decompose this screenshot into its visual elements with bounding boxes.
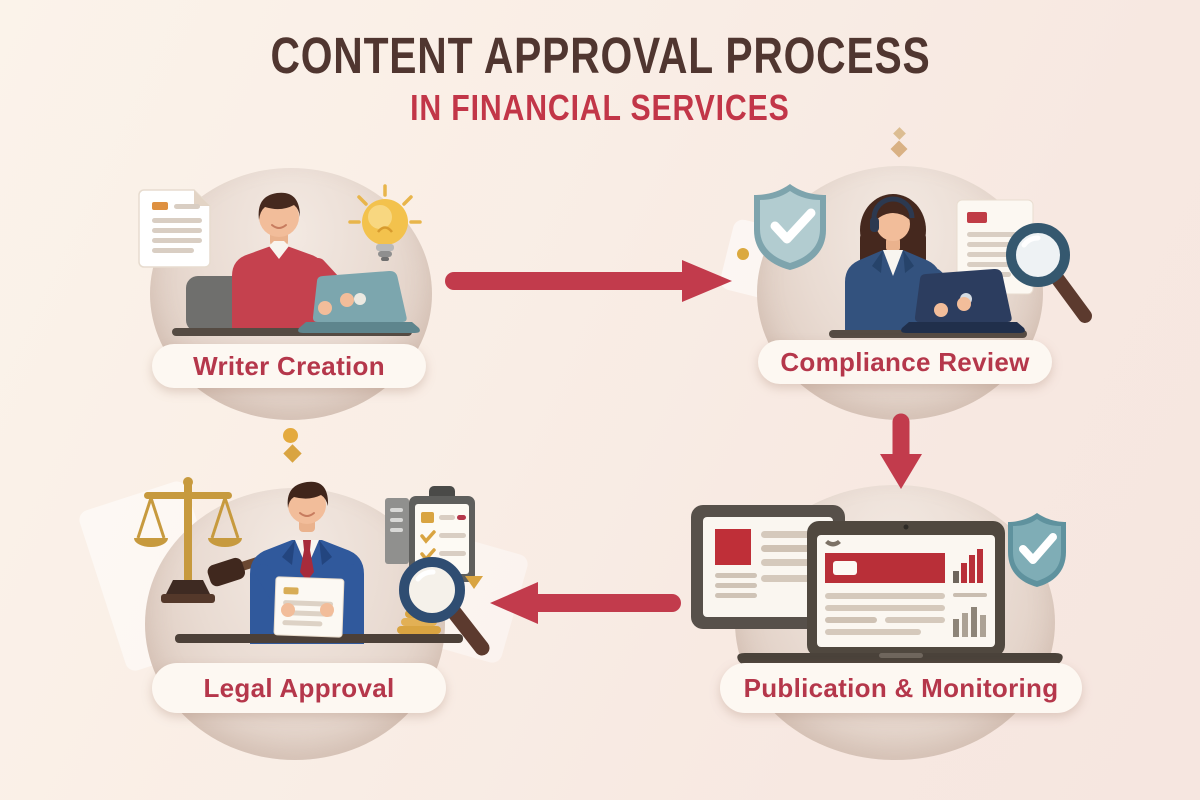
mini-bar-chart-icon bbox=[953, 593, 987, 637]
decor-diamond bbox=[890, 140, 908, 158]
hand bbox=[320, 603, 334, 617]
desk bbox=[175, 634, 463, 643]
title-line-1: CONTENT APPROVAL PROCESS bbox=[269, 27, 930, 84]
stage-label-text: Legal Approval bbox=[203, 672, 395, 703]
writer-creation-illustration bbox=[138, 184, 422, 336]
decor-diamond bbox=[893, 127, 906, 140]
hand bbox=[281, 603, 295, 617]
scales-of-justice-icon bbox=[134, 477, 242, 603]
document-icon bbox=[138, 189, 211, 268]
stage-label-compliance-review: Compliance Review bbox=[758, 340, 1052, 384]
publication-monitoring-illustration bbox=[691, 505, 1066, 666]
arrow-down-compliance-to-publication bbox=[880, 413, 922, 489]
title-line-2: IN FINANCIAL SERVICES bbox=[410, 87, 790, 128]
stage-label-text: Publication & Monitoring bbox=[743, 672, 1059, 703]
decor-triangle bbox=[465, 576, 483, 589]
hand bbox=[340, 293, 354, 307]
held-document-icon bbox=[273, 576, 345, 638]
stage-label-text: Compliance Review bbox=[780, 346, 1030, 377]
writer-person bbox=[232, 192, 350, 332]
compliance-review-illustration bbox=[737, 184, 1092, 338]
arrow-right-writer-to-compliance bbox=[445, 260, 732, 302]
decor-dot bbox=[283, 428, 298, 443]
laptop-webpage-icon bbox=[737, 521, 1063, 666]
hand bbox=[318, 301, 332, 315]
tablet-icon bbox=[691, 505, 845, 629]
laptop-icon bbox=[298, 270, 420, 333]
stage-label-legal-approval: Legal Approval bbox=[152, 663, 446, 713]
laptop-base bbox=[737, 653, 1063, 666]
stage-label-writer-creation: Writer Creation bbox=[152, 344, 426, 388]
bar-chart-icon bbox=[953, 549, 983, 583]
hand bbox=[957, 297, 971, 311]
magnifier-icon bbox=[1006, 223, 1092, 323]
stage-label-publication-monitoring: Publication & Monitoring bbox=[720, 663, 1082, 713]
shield-check-icon bbox=[754, 184, 826, 270]
arrow-left-publication-to-legal bbox=[490, 582, 681, 624]
hand bbox=[934, 303, 948, 317]
decor-diamond bbox=[283, 444, 302, 463]
decor-dot bbox=[737, 248, 749, 260]
lightbulb-icon bbox=[348, 184, 422, 261]
shield-check-icon bbox=[1008, 513, 1066, 587]
page-title: CONTENT APPROVAL PROCESS IN FINANCIAL SE… bbox=[0, 26, 1200, 129]
headset-icon bbox=[871, 196, 915, 219]
stage-label-text: Writer Creation bbox=[193, 350, 385, 381]
magnifier-icon bbox=[399, 557, 490, 656]
legal-approval-illustration bbox=[134, 477, 490, 656]
